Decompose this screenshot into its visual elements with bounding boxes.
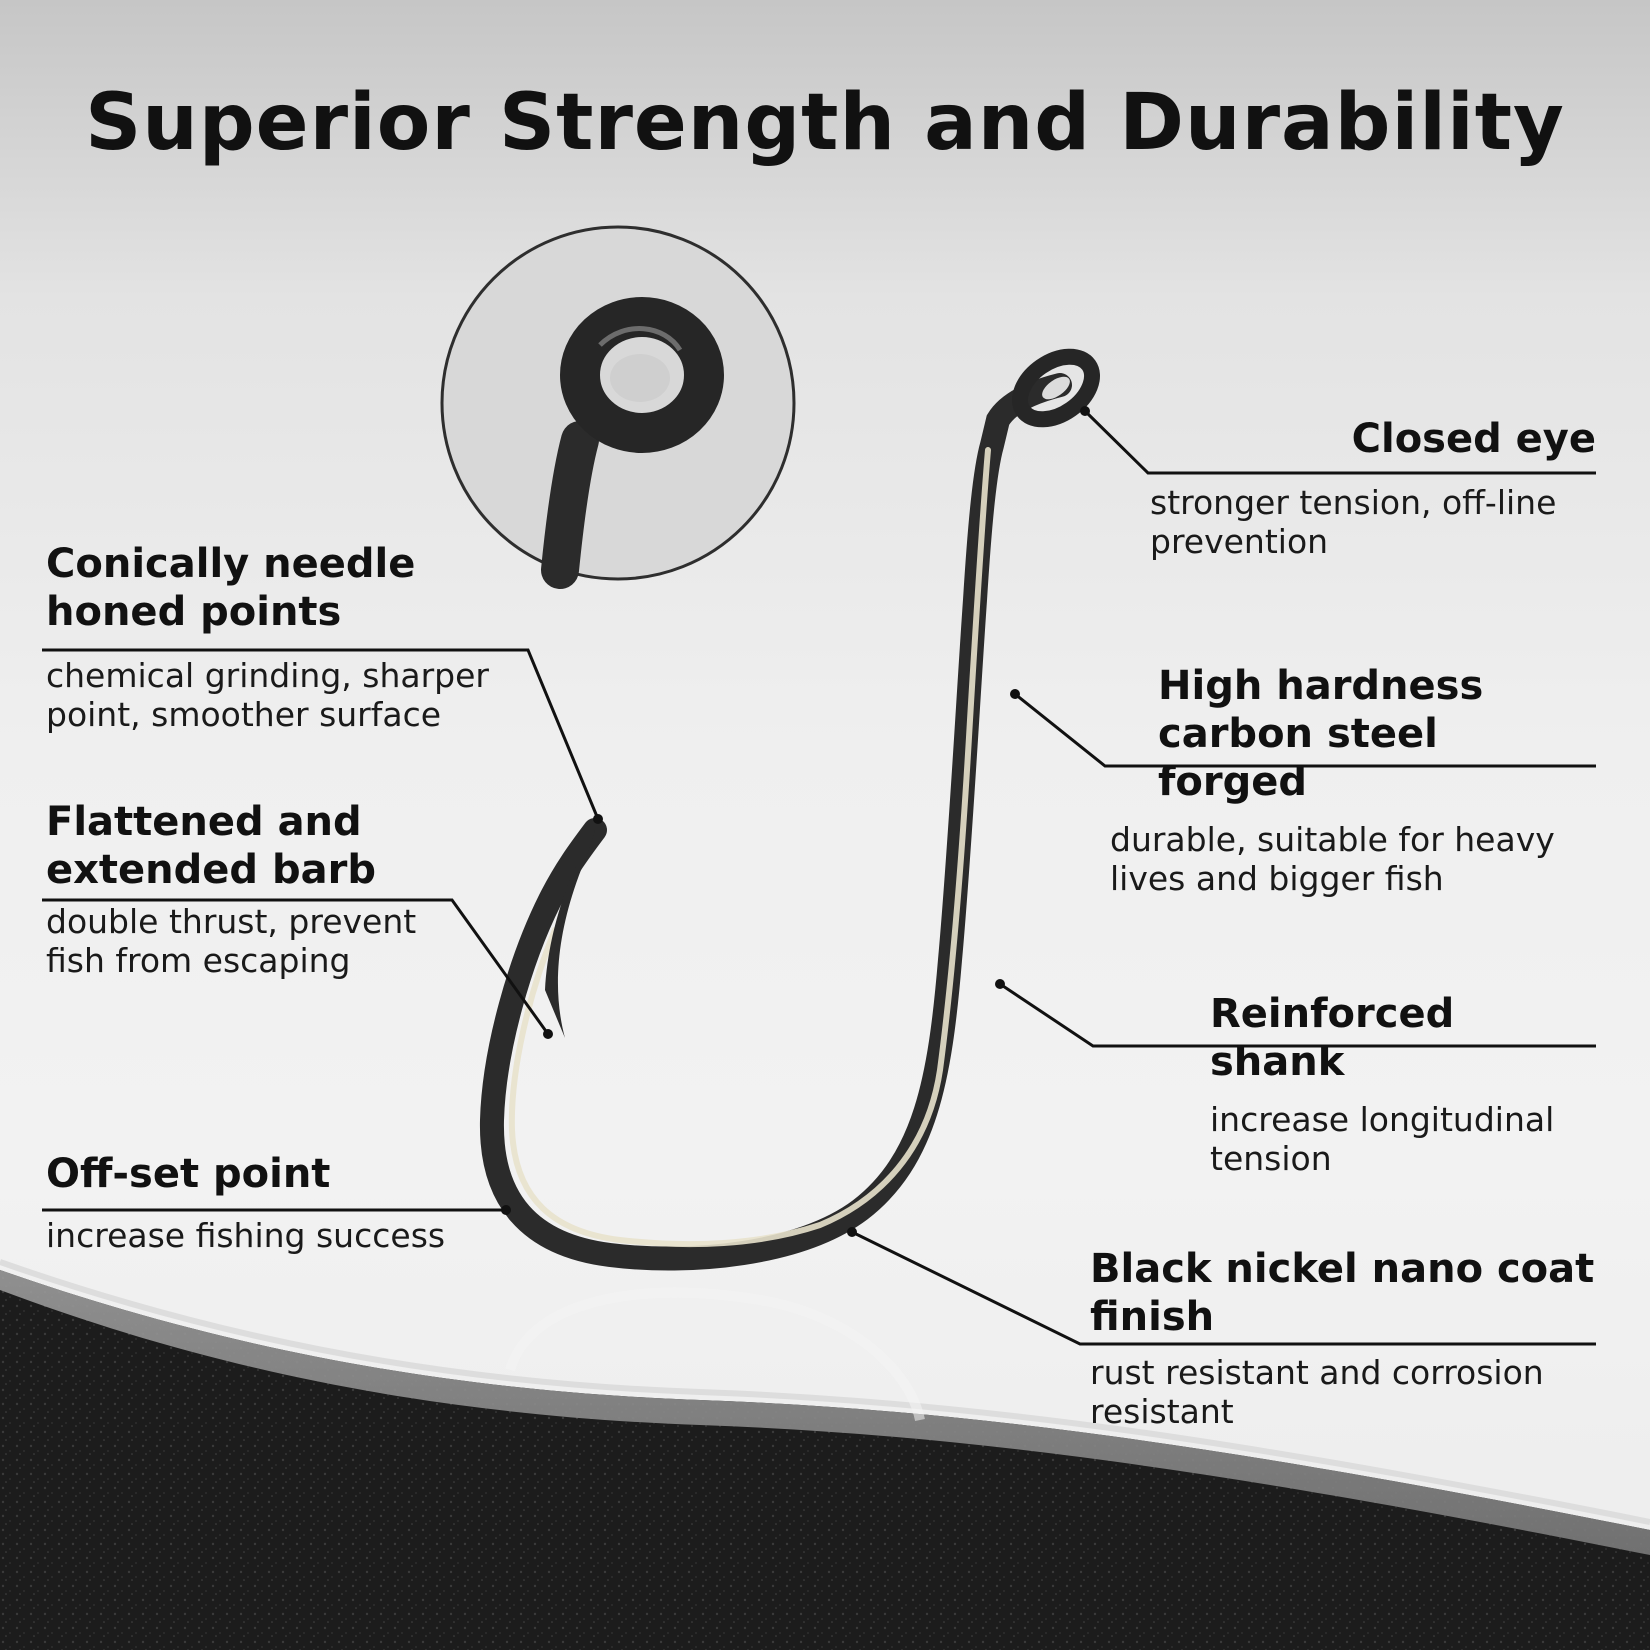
callout-description: increase longitudinal tension (1210, 1100, 1555, 1178)
callout-black-nickel: Black nickel nano coat finish rust resis… (1090, 1245, 1600, 1431)
callout-heading: Closed eye (1351, 416, 1596, 462)
callout-heading: Black nickel nano coat finish (1090, 1246, 1595, 1340)
callout-heading: Conically needle honed points (46, 541, 416, 635)
callout-description: double thrust, prevent fish from escapin… (46, 902, 417, 980)
callout-heading: Off-set point (46, 1151, 331, 1197)
leader-dots (501, 406, 1090, 1237)
callout-description: durable, suitable for heavy lives and bi… (1110, 820, 1555, 898)
eye-zoom-circle (440, 225, 796, 581)
callout-description: stronger tension, off-line prevention (1150, 483, 1557, 561)
callout-high-hardness: High hardness carbon steel forged durabl… (1110, 662, 1600, 898)
callout-closed-eye: Closed eye stronger tension, off-line pr… (1150, 415, 1596, 561)
callout-offset-point: Off-set point increase fishing success (46, 1150, 506, 1255)
ground-shape (0, 1270, 1650, 1650)
callout-conical-points: Conically needle honed points chemical g… (46, 540, 516, 734)
wave-band (0, 1270, 1650, 1555)
page-title: Superior Strength and Durability (85, 78, 1565, 168)
hook-body (479, 348, 1101, 1271)
callout-description: increase fishing success (46, 1216, 446, 1255)
callout-description: rust resistant and corrosion resistant (1090, 1353, 1544, 1431)
callout-flattened-barb: Flattened and extended barb double thrus… (46, 798, 466, 980)
callout-heading: Flattened and extended barb (46, 799, 376, 893)
callout-description: chemical grinding, sharper point, smooth… (46, 656, 489, 734)
callout-heading: Reinforced shank (1210, 991, 1455, 1085)
callout-reinforced-shank: Reinforced shank increase longitudinal t… (1210, 990, 1596, 1178)
leader-lines (42, 409, 1596, 1346)
hook-reflection (505, 1287, 925, 1422)
callout-heading: High hardness carbon steel forged (1158, 663, 1484, 805)
